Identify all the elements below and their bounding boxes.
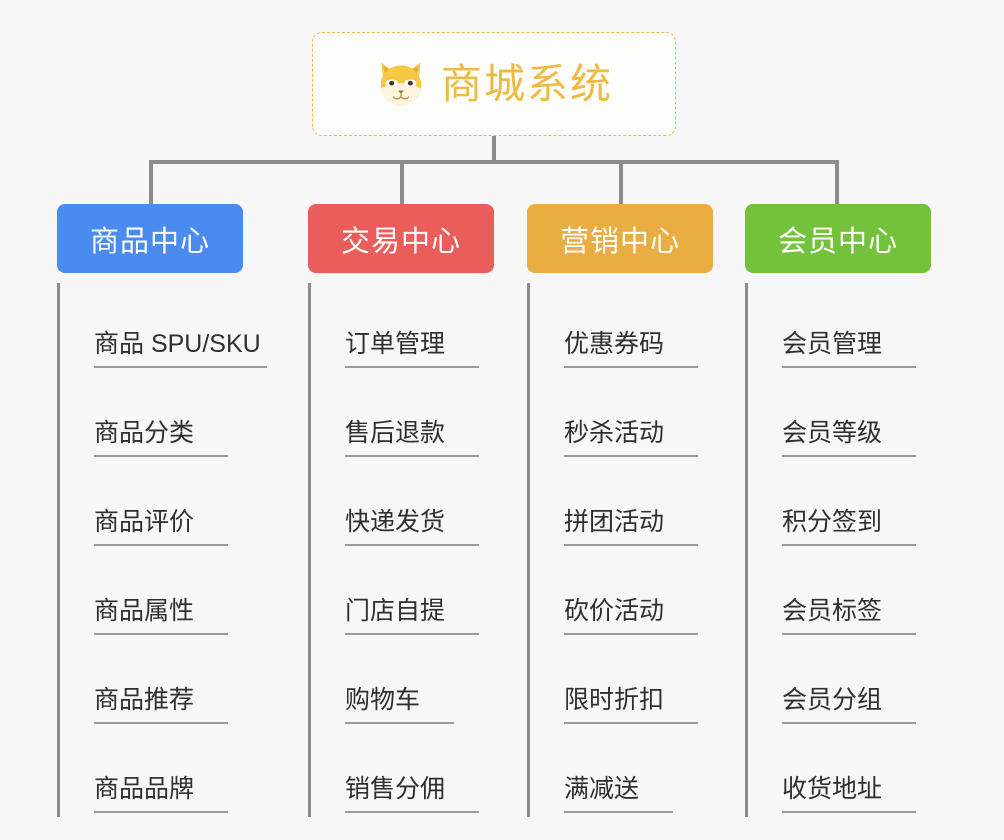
leaf-item[interactable]: 会员标签 — [764, 550, 931, 639]
branch-营销中心: 营销中心 优惠券码 秒杀活动 拼团活动 砍价活动 限时折扣 满减送 — [527, 204, 713, 817]
leaf-label: 商品 SPU/SKU — [94, 330, 267, 368]
root-node[interactable]: 商城系统 — [312, 32, 676, 136]
leaf-label: 订单管理 — [345, 330, 480, 368]
leaf-item[interactable]: 限时折扣 — [546, 639, 713, 728]
leaf-label: 快递发货 — [345, 508, 480, 546]
leaf-label: 拼团活动 — [564, 508, 699, 546]
connector-drop-1 — [149, 160, 153, 206]
leaf-item[interactable]: 秒杀活动 — [546, 372, 713, 461]
leaf-item[interactable]: 砍价活动 — [546, 550, 713, 639]
connector-drop-3 — [619, 160, 623, 206]
leaf-label: 会员等级 — [782, 419, 917, 457]
leaf-item[interactable]: 会员管理 — [764, 283, 931, 372]
leaf-label: 满减送 — [564, 775, 674, 813]
branch-交易中心: 交易中心 订单管理 售后退款 快递发货 门店自提 购物车 销售分佣 — [308, 204, 494, 817]
leaf-label: 门店自提 — [345, 597, 480, 635]
branch-header[interactable]: 会员中心 — [745, 204, 931, 273]
leaf-item[interactable]: 销售分佣 — [327, 728, 494, 817]
leaf-item[interactable]: 购物车 — [327, 639, 494, 728]
leaf-label: 商品分类 — [94, 419, 229, 457]
leaf-item[interactable]: 收货地址 — [764, 728, 931, 817]
branch-会员中心: 会员中心 会员管理 会员等级 积分签到 会员标签 会员分组 收货地址 — [745, 204, 931, 817]
leaf-label: 商品评价 — [94, 508, 229, 546]
leaf-label: 收货地址 — [782, 775, 917, 813]
leaf-list: 商品 SPU/SKU 商品分类 商品评价 商品属性 商品推荐 商品品牌 — [57, 283, 267, 817]
branch-商品中心: 商品中心 商品 SPU/SKU 商品分类 商品评价 商品属性 商品推荐 商品品牌 — [57, 204, 267, 817]
leaf-item[interactable]: 拼团活动 — [546, 461, 713, 550]
connector-horizontal-bus — [149, 160, 839, 164]
leaf-label: 会员分组 — [782, 686, 917, 724]
leaf-item[interactable]: 商品属性 — [76, 550, 243, 639]
leaf-item[interactable]: 优惠券码 — [546, 283, 713, 372]
connector-drop-2 — [400, 160, 404, 206]
leaf-item[interactable]: 快递发货 — [327, 461, 494, 550]
leaf-label: 限时折扣 — [564, 686, 699, 724]
branch-header[interactable]: 交易中心 — [308, 204, 494, 273]
root-title: 商城系统 — [441, 60, 613, 107]
leaf-item[interactable]: 满减送 — [546, 728, 713, 817]
leaf-label: 优惠券码 — [564, 330, 699, 368]
shiba-dog-face-icon — [375, 58, 427, 110]
leaf-item[interactable]: 售后退款 — [327, 372, 494, 461]
leaf-label: 积分签到 — [782, 508, 917, 546]
leaf-item[interactable]: 会员分组 — [764, 639, 931, 728]
leaf-label: 会员标签 — [782, 597, 917, 635]
leaf-item[interactable]: 商品分类 — [76, 372, 243, 461]
leaf-label: 会员管理 — [782, 330, 917, 368]
leaf-label: 商品品牌 — [94, 775, 229, 813]
leaf-label: 商品属性 — [94, 597, 229, 635]
leaf-label: 砍价活动 — [564, 597, 699, 635]
leaf-item[interactable]: 门店自提 — [327, 550, 494, 639]
leaf-list: 订单管理 售后退款 快递发货 门店自提 购物车 销售分佣 — [308, 283, 494, 817]
connector-root-stem — [492, 136, 496, 162]
leaf-item[interactable]: 积分签到 — [764, 461, 931, 550]
leaf-label: 商品推荐 — [94, 686, 229, 724]
leaf-label: 秒杀活动 — [564, 419, 699, 457]
leaf-label: 购物车 — [345, 686, 455, 724]
leaf-list: 会员管理 会员等级 积分签到 会员标签 会员分组 收货地址 — [745, 283, 931, 817]
leaf-item[interactable]: 商品品牌 — [76, 728, 243, 817]
leaf-item[interactable]: 订单管理 — [327, 283, 494, 372]
leaf-item[interactable]: 商品 SPU/SKU — [76, 283, 267, 372]
branch-header[interactable]: 营销中心 — [527, 204, 713, 273]
leaf-label: 销售分佣 — [345, 775, 480, 813]
leaf-label: 售后退款 — [345, 419, 480, 457]
leaf-item[interactable]: 商品评价 — [76, 461, 243, 550]
connector-drop-4 — [835, 160, 839, 206]
leaf-list: 优惠券码 秒杀活动 拼团活动 砍价活动 限时折扣 满减送 — [527, 283, 713, 817]
branch-header[interactable]: 商品中心 — [57, 204, 243, 273]
leaf-item[interactable]: 商品推荐 — [76, 639, 243, 728]
leaf-item[interactable]: 会员等级 — [764, 372, 931, 461]
